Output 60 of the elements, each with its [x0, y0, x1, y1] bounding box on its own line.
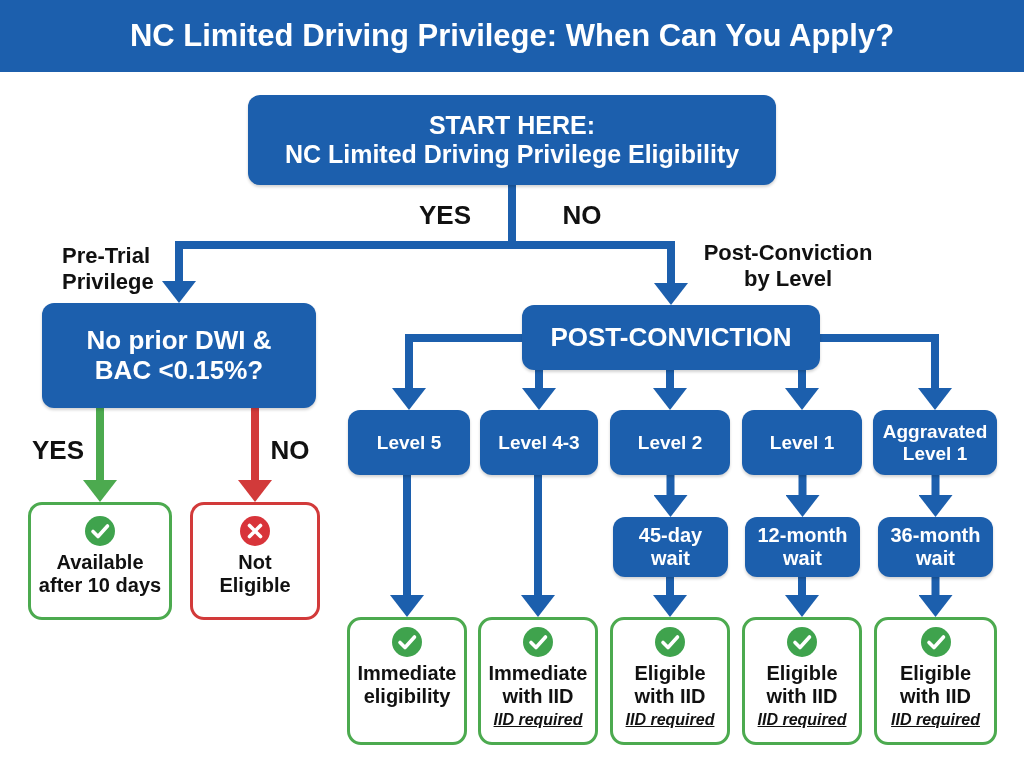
- outcome-box: [742, 617, 862, 745]
- arrow: [653, 370, 687, 410]
- arrow: [918, 577, 953, 617]
- branch-caption: Pre-Trial Privilege: [62, 243, 155, 296]
- level-box: [742, 410, 862, 475]
- diagram-title: NC Limited Driving Privilege: When Can You Apply?: [129, 18, 895, 54]
- requirement-note: IID required: [891, 711, 980, 730]
- node-label: Level 1: [769, 431, 835, 454]
- node-label: Level 2: [637, 431, 703, 454]
- node-label: Level 5: [376, 431, 442, 454]
- outcome-box: [28, 502, 172, 620]
- outcome-box: [190, 502, 320, 620]
- node-label: Not Eligible: [218, 551, 292, 597]
- level-box: [873, 410, 997, 475]
- wait-period-box: [613, 517, 728, 577]
- wait-period-box: [745, 517, 860, 577]
- node-label: Eligible with IID: [898, 662, 973, 708]
- decision-box: [42, 303, 316, 408]
- arrow: [392, 334, 522, 410]
- arrow: [918, 475, 953, 517]
- node-label: Immediate with IID: [487, 662, 589, 708]
- arrow: [238, 408, 272, 502]
- level-box: [610, 410, 730, 475]
- arrow: [390, 475, 424, 617]
- arrow: [522, 370, 556, 410]
- category-box: [522, 305, 820, 370]
- node-label: Immediate eligibility: [356, 662, 458, 708]
- node-label: 45-day wait: [637, 524, 704, 570]
- arrow: [653, 475, 688, 517]
- arrow: [785, 577, 819, 617]
- requirement-note: IID required: [493, 711, 583, 730]
- node-label: Available after 10 days: [38, 551, 162, 597]
- arrow: [653, 577, 687, 617]
- node-label: 36-month wait: [889, 524, 982, 570]
- requirement-note: IID required: [625, 711, 715, 730]
- node-label: 12-month wait: [756, 524, 849, 570]
- node-label: NC Limited Driving Privilege Eligibility: [284, 140, 740, 169]
- arrow: [785, 475, 820, 517]
- arrow: [508, 185, 688, 305]
- node-label: Level 4-3: [498, 431, 580, 454]
- node-label: POST-CONVICTION: [550, 322, 792, 353]
- outcome-box: [874, 617, 997, 745]
- arrow: [521, 475, 555, 617]
- outcome-box: [610, 617, 730, 745]
- arrow: [785, 370, 819, 410]
- node-label: No prior DWI & BAC <0.15%?: [85, 325, 273, 386]
- arrow: [83, 408, 117, 502]
- level-box: [480, 410, 598, 475]
- outcome-box: [347, 617, 467, 745]
- node-label: Eligible with IID: [633, 662, 707, 708]
- arrow: [820, 334, 952, 410]
- node-label: Aggravated Level 1: [881, 420, 989, 465]
- level-box: [348, 410, 470, 475]
- outcome-box: [478, 617, 598, 745]
- start-heading: START HERE:: [428, 111, 596, 140]
- wait-period-box: [878, 517, 993, 577]
- node-label: Eligible with IID: [765, 662, 839, 708]
- branch-caption: Post-Conviction by Level: [702, 240, 874, 293]
- requirement-note: IID required: [757, 711, 847, 730]
- start-box: [248, 95, 776, 185]
